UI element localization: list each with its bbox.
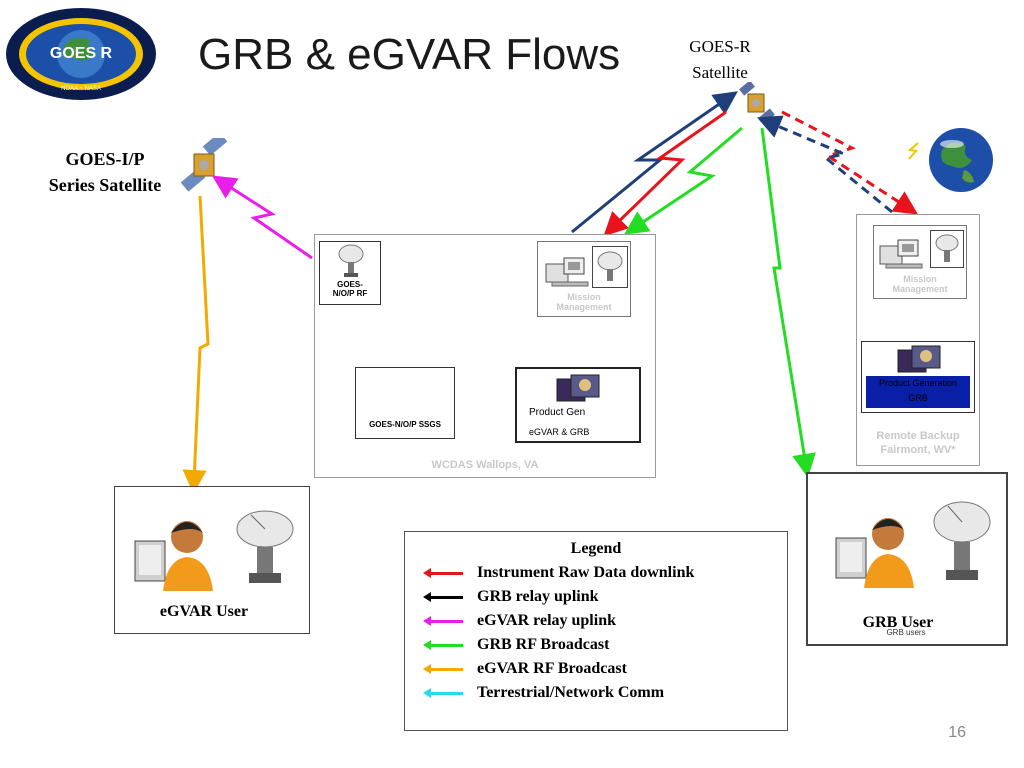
legend-arrow-icon (423, 687, 463, 698)
raw-downlink-arrow-remote (781, 110, 919, 215)
earth-icon (929, 128, 993, 192)
page-title: GRB & eGVAR Flows (198, 30, 621, 79)
legend-item: GRB relay uplink (423, 588, 599, 606)
raw-downlink-arrow (603, 110, 727, 237)
remote-dish-box (930, 230, 964, 268)
remote-product-label-line1: Product Generation (878, 378, 958, 388)
legend-item: eGVAR relay uplink (423, 612, 616, 630)
remote-product-label-line2: GRB (908, 393, 928, 403)
grb-user-label: GRB User (862, 614, 934, 631)
person-at-computer-icon (134, 521, 213, 591)
wcdas-site-label: WCDAS Wallops, VA (431, 459, 539, 471)
legend-title: Legend (570, 540, 622, 557)
remote-mission-label-line1: Mission (903, 274, 937, 284)
goes-r-label: GOES-R Satellite (660, 34, 780, 86)
remote-mission-label-line2: Management (892, 284, 948, 294)
grb-broadcast-arrow-user (760, 127, 816, 478)
goes-ip-label-line1: GOES-I/P (65, 149, 145, 169)
legend-item: GRB RF Broadcast (423, 636, 610, 654)
wcdas-site-box: GOES- N/O/P RF GOES-N/O/P SSGS Mission M… (314, 234, 656, 478)
legend-item: Terrestrial/Network Comm (423, 684, 665, 702)
goes-ip-label: GOES-I/P Series Satellite (28, 146, 182, 198)
wcdas-mission-label-line2: Management (556, 302, 612, 312)
goes-r-label-line2: Satellite (692, 63, 748, 82)
remote-product-box: Product Generation GRB (861, 341, 975, 413)
dish-antenna-icon (338, 244, 364, 277)
legend-item-label: GRB relay uplink (477, 588, 599, 605)
wcdas-antenna-label-line1: GOES- (337, 280, 363, 289)
legend-item: Instrument Raw Data downlink (423, 564, 695, 582)
product-image-icon (556, 374, 600, 402)
satellite-icon (180, 138, 228, 192)
computer-icon (879, 239, 923, 269)
grb-relay-uplink-arrow-remote (756, 115, 893, 214)
grb-user-box: GRB User GRB users (806, 472, 1008, 646)
ssgs-box: GOES-N/O/P SSGS (355, 367, 455, 439)
legend-arrow-icon (423, 591, 463, 602)
legend-arrow-icon (423, 567, 463, 578)
grb-broadcast-arrow-wcdas (624, 126, 743, 235)
mission-management-box: Mission Management (537, 241, 631, 317)
egvar-broadcast-arrow (182, 195, 210, 494)
wcdas-rf-antenna-box: GOES- N/O/P RF (319, 241, 381, 305)
wcdas-mission-label-line1: Mission (567, 292, 601, 302)
dish-antenna-icon (236, 510, 294, 583)
legend-arrow-icon (423, 615, 463, 626)
dish-antenna-icon (935, 234, 959, 262)
goes-ip-label-line2: Series Satellite (48, 175, 162, 195)
remote-site-label-line2: Fairmont, WV* (880, 444, 956, 456)
legend-item-label: eGVAR RF Broadcast (477, 660, 627, 677)
product-image-icon (897, 345, 941, 373)
egvar-user-box: eGVAR User (114, 486, 310, 634)
legend-item-label: GRB RF Broadcast (477, 636, 610, 653)
remote-product-label: Product Generation GRB (866, 376, 970, 408)
grb-relay-uplink-arrow (571, 91, 738, 234)
egvar-grb-label: eGVAR & GRB (529, 427, 590, 437)
dish-antenna-icon (933, 501, 991, 580)
legend-arrow-icon (423, 639, 463, 650)
svg-text:NOAA ~ NASA: NOAA ~ NASA (61, 86, 101, 92)
legend-arrow-icon (423, 663, 463, 674)
dish-antenna-icon (597, 251, 623, 281)
mission-dish-box (592, 246, 628, 288)
page-number: 16 (948, 724, 966, 741)
legend-item: eGVAR RF Broadcast (423, 660, 627, 678)
legend-item-label: eGVAR relay uplink (477, 612, 616, 629)
legend-item-label: Terrestrial/Network Comm (477, 684, 665, 701)
egvar-relay-uplink-arrow (211, 175, 313, 260)
svg-text:GOES R: GOES R (50, 45, 113, 62)
goes-r-logo-icon: GOES R NOAA ~ NASA (6, 8, 156, 100)
computer-icon (545, 257, 589, 287)
person-at-computer-icon (835, 518, 914, 588)
product-gen-box: Product Gen eGVAR & GRB (515, 367, 641, 443)
lightning-icon (907, 142, 919, 160)
ssgs-label: GOES-N/O/P SSGS (369, 420, 441, 429)
remote-site-label-line1: Remote Backup (876, 430, 960, 442)
goes-r-label-line1: GOES-R (689, 37, 751, 56)
wcdas-antenna-label-line2: N/O/P RF (332, 289, 368, 298)
remote-backup-box: Mission Management Product Generation GR… (856, 214, 980, 466)
legend-item-label: Instrument Raw Data downlink (477, 564, 695, 581)
egvar-user-label: eGVAR User (159, 603, 249, 620)
product-gen-label: Product Gen (529, 407, 586, 418)
grb-user-sublabel: GRB users (886, 628, 926, 637)
remote-mission-box: Mission Management (873, 225, 967, 299)
